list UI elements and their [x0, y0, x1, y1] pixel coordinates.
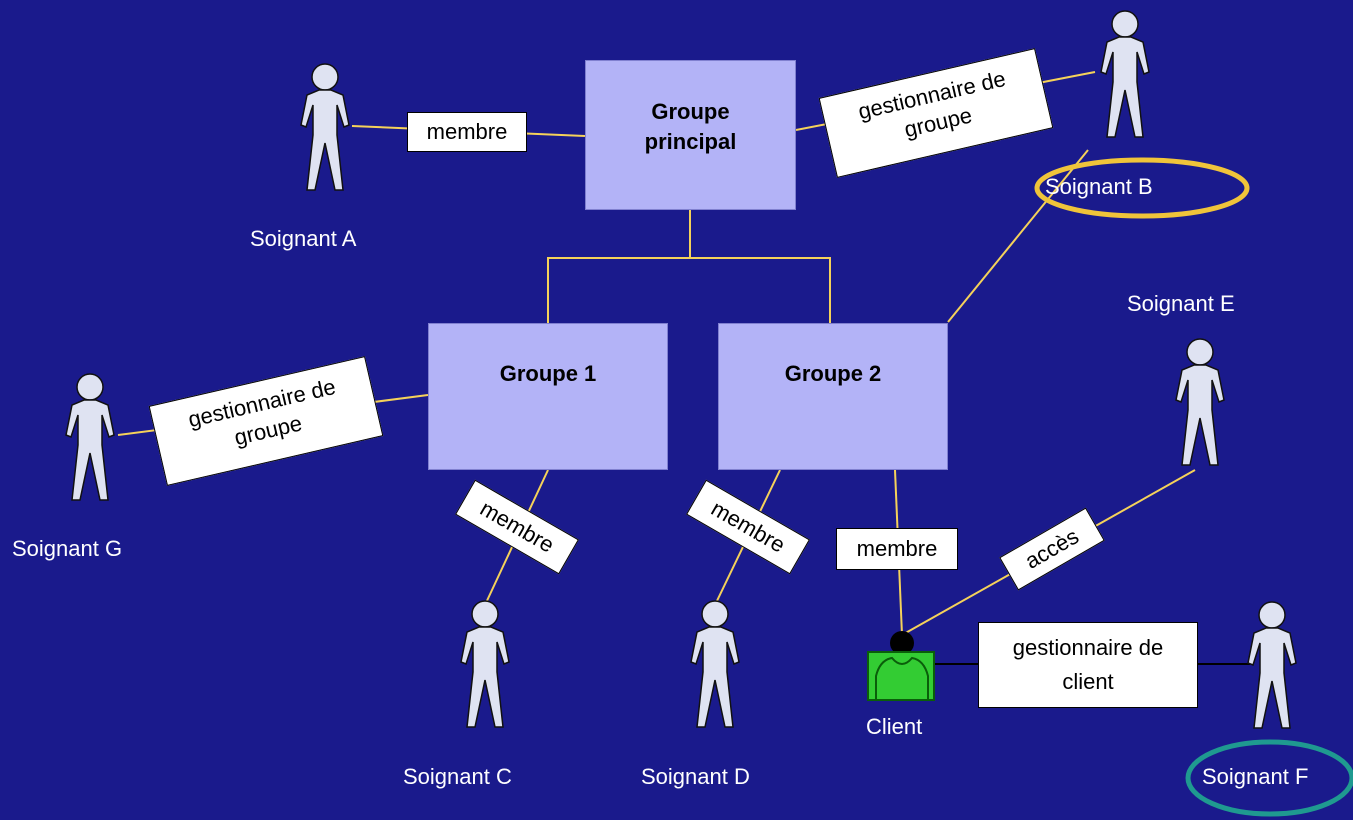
client-icon: [867, 631, 935, 701]
line-main-g1: [547, 210, 691, 323]
person-c-icon: [460, 600, 510, 728]
person-g-icon: [65, 373, 115, 501]
group-1-box: Groupe 1: [428, 323, 668, 470]
highlight-soignant-f: [1185, 739, 1353, 817]
group-2-box: Groupe 2: [718, 323, 948, 470]
person-b-icon: [1100, 10, 1150, 138]
label-soignant-c: Soignant C: [403, 764, 512, 789]
label-soignant-g: Soignant G: [12, 536, 123, 561]
label-client: Client: [866, 714, 923, 739]
tag-gestionnaire-client: gestionnaire de client: [978, 622, 1198, 708]
tag-membre-client: membre: [836, 528, 958, 570]
person-d-icon: [690, 600, 740, 728]
label-soignant-d: Soignant D: [641, 764, 750, 789]
line-main-g2: [690, 257, 831, 323]
group-2-label: Groupe 2: [784, 361, 882, 386]
label-soignant-f: Soignant F: [1202, 764, 1309, 789]
line-g2-b: [947, 149, 1089, 323]
tag-membre-a: membre: [407, 112, 527, 152]
highlight-soignant-b: [1034, 157, 1250, 219]
label-soignant-a: Soignant A: [250, 226, 357, 251]
label-soignant-b: Soignant B: [1045, 174, 1153, 199]
group-1-label: Groupe 1: [499, 361, 597, 386]
label-soignant-e: Soignant E: [1127, 291, 1235, 316]
person-f-icon: [1247, 601, 1297, 729]
person-a-icon: [300, 63, 350, 191]
person-e-icon: [1175, 338, 1225, 466]
